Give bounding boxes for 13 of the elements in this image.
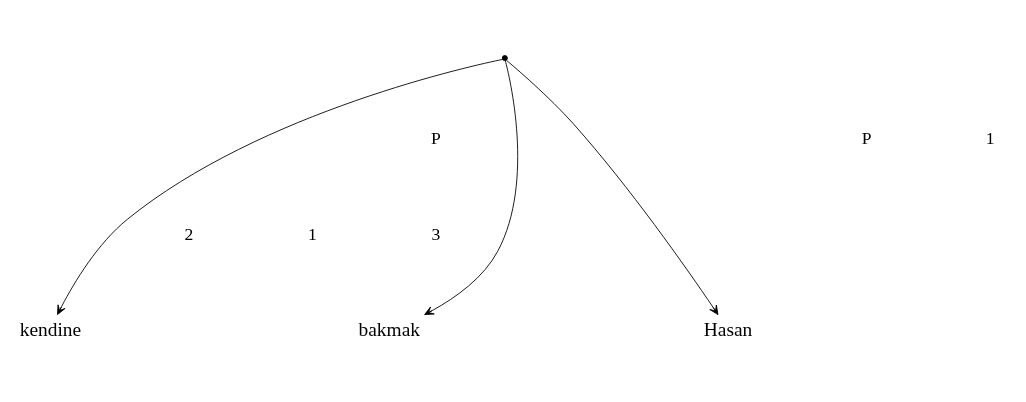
- label: 1: [985, 128, 995, 149]
- label: 3: [431, 223, 441, 244]
- arrow: [57, 59, 503, 315]
- label: P: [861, 128, 872, 149]
- node-text: kendine: [19, 318, 82, 340]
- label: 1: [308, 223, 317, 244]
- label: P: [431, 128, 441, 149]
- node-text: Hasan: [703, 318, 753, 340]
- node-point: [501, 55, 508, 62]
- node-text: bakmak: [358, 318, 420, 340]
- arrow: [506, 60, 719, 316]
- label: 2: [184, 223, 194, 244]
- arrow: [424, 60, 519, 316]
